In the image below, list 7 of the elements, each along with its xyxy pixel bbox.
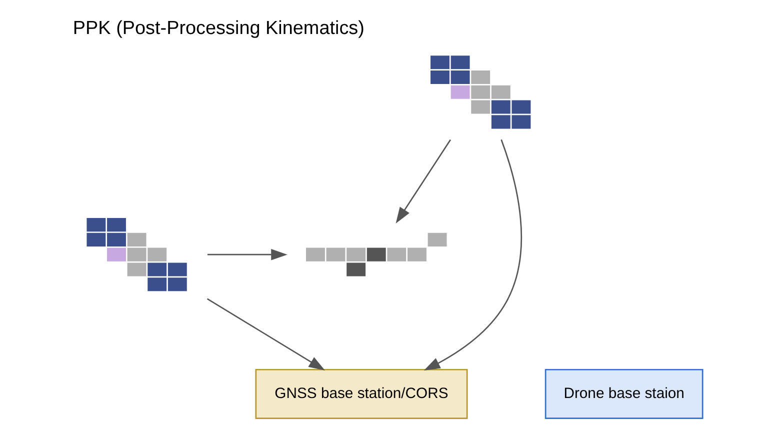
diagram-title: PPK (Post-Processing Kinematics): [72, 18, 364, 40]
arrow: [206, 298, 325, 370]
node-box: GNSS base station/CORS: [254, 368, 468, 420]
arrow: [395, 139, 451, 224]
node-box: Drone base staion: [544, 368, 703, 420]
arrow: [423, 139, 522, 371]
arrow: [206, 248, 287, 260]
